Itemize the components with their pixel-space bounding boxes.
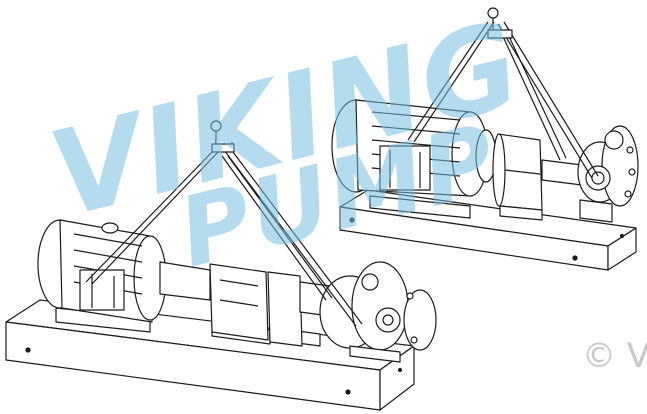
rear-pump-unit <box>331 7 639 271</box>
rear-pump-head <box>577 125 639 223</box>
rear-coupling-guard <box>492 133 543 221</box>
lifting-hook-icon <box>487 7 513 39</box>
front-lifting-sling <box>85 147 363 327</box>
front-pump-head <box>319 261 437 363</box>
rear-motor-feet <box>369 195 471 219</box>
lifting-hook-icon <box>210 120 235 153</box>
front-pump-unit <box>5 120 437 411</box>
front-coupling <box>159 261 211 301</box>
front-motor <box>37 219 167 323</box>
front-gear-reducer <box>209 263 269 341</box>
rear-lifting-sling <box>407 21 599 179</box>
copyright-notice: © V <box>582 336 647 376</box>
rear-motor <box>331 99 497 197</box>
